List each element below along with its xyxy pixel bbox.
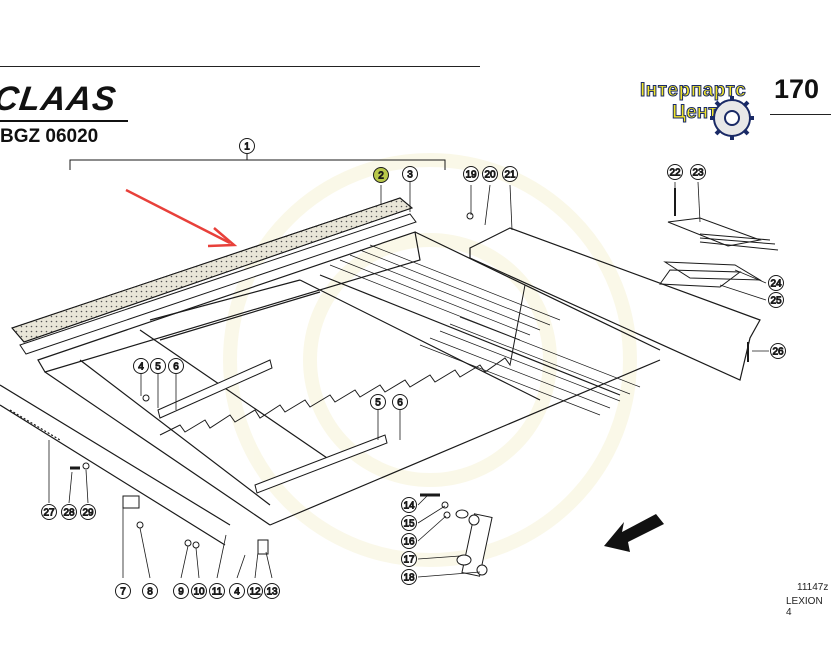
- callout-16: 16: [401, 533, 417, 549]
- side-rail: [0, 384, 231, 546]
- mounting-strip: [19, 213, 417, 355]
- callout-27: 27: [41, 504, 57, 520]
- callout-28-label: 28: [63, 508, 75, 519]
- callout-4a: 4: [133, 358, 149, 374]
- page-number: 170: [774, 74, 820, 104]
- callout-10: 10: [191, 583, 207, 599]
- callout-10-label: 10: [193, 587, 205, 598]
- callout-8: 8: [142, 583, 158, 599]
- callout-11-label: 11: [212, 587, 223, 598]
- callout-7: 7: [115, 583, 131, 599]
- callout-23: 23: [690, 164, 706, 180]
- callout-28: 28: [61, 504, 77, 520]
- callout-26-label: 26: [772, 347, 784, 358]
- callout-6a: 6: [168, 358, 184, 374]
- callout-13: 13: [264, 583, 280, 599]
- assembly-bracket: [69, 159, 446, 170]
- red-pointer-arrow: [125, 188, 238, 248]
- callout-24-label: 24: [770, 279, 782, 290]
- sieve-frame: [37, 231, 661, 526]
- callout-14: 14: [401, 497, 417, 513]
- callout-20-label: 20: [484, 170, 496, 181]
- callout-18: 18: [401, 569, 417, 585]
- direction-arrow: [604, 514, 664, 552]
- crossbars: [157, 359, 388, 494]
- sawtooth-bar: [159, 284, 526, 436]
- callout-29-label: 29: [82, 508, 94, 519]
- callout-20: 20: [482, 166, 498, 182]
- callout-17-label: 17: [403, 555, 415, 566]
- side-plate: [469, 227, 761, 381]
- callout-19: 19: [463, 166, 479, 182]
- callout-3-label: 3: [407, 170, 413, 181]
- callout-5b: 5: [370, 394, 386, 410]
- callout-18-label: 18: [403, 573, 415, 584]
- callout-5a: 5: [150, 358, 166, 374]
- callout-17: 17: [401, 551, 417, 567]
- hanger-link: [420, 493, 493, 577]
- callout-22: 22: [667, 164, 683, 180]
- callout-15: 15: [401, 515, 417, 531]
- catalog-code: BGZ 06020: [0, 126, 99, 147]
- brand-underline: [0, 120, 128, 122]
- callout-9-label: 9: [178, 587, 184, 598]
- header-rule: [0, 66, 480, 67]
- callout-2-label: 2: [378, 171, 384, 182]
- callout-6a-label: 6: [173, 362, 179, 373]
- sieve-slats: [329, 244, 641, 416]
- callout-4b-label: 4: [234, 587, 240, 598]
- watermark-logo-line1: Інтерпартс: [639, 80, 747, 102]
- callout-4a-label: 4: [138, 362, 144, 373]
- callout-1-label: 1: [244, 142, 250, 153]
- callout-5b-label: 5: [375, 398, 381, 409]
- callout-14-label: 14: [403, 501, 415, 512]
- callout-6b-label: 6: [397, 398, 403, 409]
- callout-24: 24: [768, 275, 784, 291]
- callout-26: 26: [770, 343, 786, 359]
- finger-plate: [659, 217, 779, 288]
- callout-5a-label: 5: [155, 362, 161, 373]
- page-number-rule: [770, 114, 831, 115]
- callout-4b: 4: [229, 583, 245, 599]
- callout-22-label: 22: [669, 168, 681, 179]
- callout-21: 21: [502, 166, 518, 182]
- callout-19-label: 19: [465, 170, 477, 181]
- callout-12: 12: [247, 583, 263, 599]
- callout-23-label: 23: [692, 168, 704, 179]
- callout-21-label: 21: [504, 170, 516, 181]
- callout-29: 29: [80, 504, 96, 520]
- callout-15-label: 15: [403, 519, 415, 530]
- leader-lines: [48, 181, 769, 579]
- model-label: LEXION 4: [786, 596, 823, 618]
- callout-8-label: 8: [147, 587, 153, 598]
- rubber-strip: [11, 197, 414, 343]
- callout-1: 1: [239, 138, 255, 154]
- callout-25-label: 25: [770, 296, 782, 307]
- figure-id: 11147z: [797, 582, 829, 593]
- callout-13-label: 13: [266, 587, 278, 598]
- callout-12-label: 12: [249, 587, 261, 598]
- callout-11: 11: [209, 583, 225, 599]
- callout-27-label: 27: [43, 508, 55, 519]
- callout-9: 9: [173, 583, 189, 599]
- gear-icon: [710, 96, 754, 140]
- callout-16-label: 16: [403, 537, 415, 548]
- callout-25: 25: [768, 292, 784, 308]
- callout-7-label: 7: [120, 587, 126, 598]
- fasteners: [70, 188, 749, 555]
- callout-3: 3: [402, 166, 418, 182]
- callouts: 1 2 3 4 5 6 5 6 7 8 9 10 11 4 12 13 14 1…: [41, 138, 786, 599]
- callout-6b: 6: [392, 394, 408, 410]
- callout-2: 2: [373, 167, 389, 183]
